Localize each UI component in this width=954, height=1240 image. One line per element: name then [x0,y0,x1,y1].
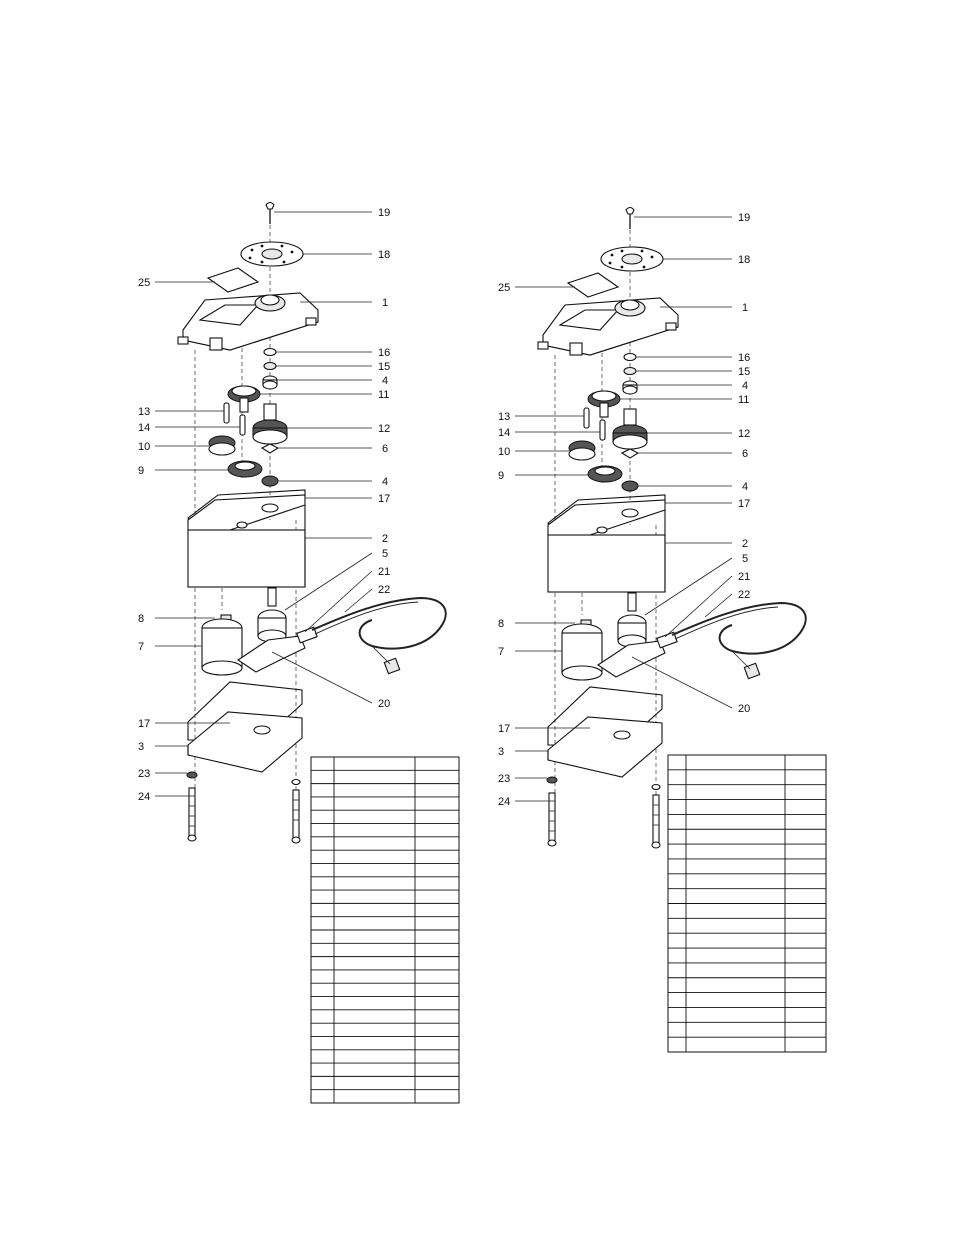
callout-3: 3 [138,741,144,753]
callout-6: 6 [742,448,748,460]
callout-13: 13 [138,406,150,418]
callout-8: 8 [498,618,504,630]
callout-16: 16 [738,352,750,364]
callout-7: 7 [138,641,144,653]
callout-21: 21 [378,566,390,578]
callout-24: 24 [498,796,510,808]
callout-8: 8 [138,613,144,625]
callout-17: 17 [138,718,150,730]
callout-20: 20 [378,698,390,710]
callout-23: 23 [138,768,150,780]
callout-14: 14 [498,427,510,439]
callout-4: 4 [742,481,748,493]
callout-17: 17 [738,498,750,510]
callout-13: 13 [498,411,510,423]
callout-15: 15 [738,366,750,378]
parts-table-right-rows [668,769,826,1038]
callout-25: 25 [138,277,150,289]
callout-16: 16 [378,347,390,359]
callout-10: 10 [498,446,510,458]
callout-18: 18 [738,254,750,266]
callout-4: 4 [382,375,388,387]
callout-5: 5 [382,548,388,560]
callout-7: 7 [498,646,504,658]
callout-6: 6 [382,443,388,455]
callout-5: 5 [742,553,748,565]
callout-21: 21 [738,571,750,583]
callout-2: 2 [382,533,388,545]
callout-23: 23 [498,773,510,785]
callout-4: 4 [742,380,748,392]
parts-table-left-rows [311,769,459,1091]
callout-17: 17 [378,493,390,505]
callout-11: 11 [378,389,389,401]
callout-12: 12 [738,428,750,440]
callout-2: 2 [742,538,748,550]
callout-1: 1 [742,302,748,314]
parts-table-right [667,754,827,1053]
callout-18: 18 [378,249,390,261]
callout-17: 17 [498,723,510,735]
callout-12: 12 [378,423,390,435]
callout-24: 24 [138,791,150,803]
callout-15: 15 [378,361,390,373]
callout-9: 9 [498,470,504,482]
callout-20: 20 [738,703,750,715]
callout-19: 19 [378,207,390,219]
callout-1: 1 [382,297,388,309]
parts-table-left [310,756,460,1104]
callout-14: 14 [138,422,150,434]
callout-25: 25 [498,282,510,294]
callout-11: 11 [738,394,749,406]
callout-3: 3 [498,746,504,758]
callout-22: 22 [378,584,390,596]
callout-19: 19 [738,212,750,224]
callout-22: 22 [738,589,750,601]
callout-10: 10 [138,441,150,453]
callout-9: 9 [138,465,144,477]
callout-4: 4 [382,476,388,488]
